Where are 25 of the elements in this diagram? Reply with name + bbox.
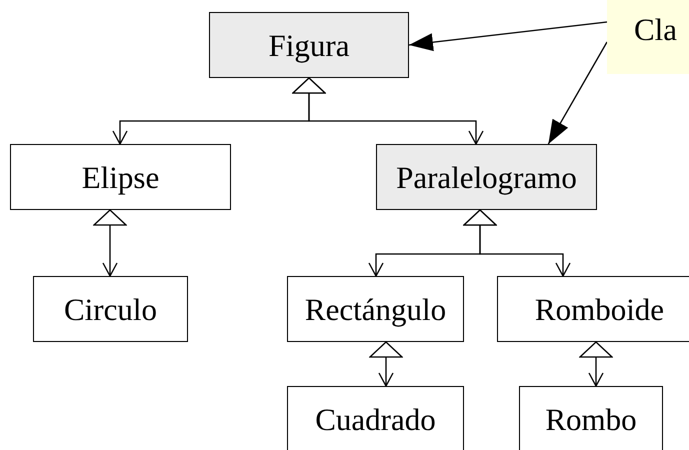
inheritance-connector [369, 341, 403, 387]
inheritance-connector [292, 77, 484, 145]
class-name: Figura [268, 30, 350, 60]
class-name: Elipse [82, 162, 160, 192]
inheritance-connector [93, 209, 127, 277]
class-name: Paralelogramo [396, 162, 577, 192]
class-box [10, 144, 231, 210]
class-box [497, 276, 689, 342]
inheritance-connector [463, 209, 571, 277]
class-box [519, 386, 663, 450]
class-box [287, 276, 464, 342]
class-box [33, 276, 188, 342]
class-box [287, 386, 464, 450]
callout-arrow [408, 21, 608, 52]
class-box [209, 12, 409, 78]
inheritance-connector [579, 341, 613, 387]
class-name: Circulo [64, 294, 157, 324]
class-name: Rombo [545, 404, 637, 434]
class-name: Cuadrado [315, 404, 436, 434]
class-name: Romboide [534, 294, 664, 324]
class-name: Rectángulo [304, 294, 446, 324]
note-box [607, 0, 689, 74]
callout-arrow [548, 42, 608, 144]
note-text: Cla [634, 14, 678, 45]
class-box [376, 144, 597, 210]
